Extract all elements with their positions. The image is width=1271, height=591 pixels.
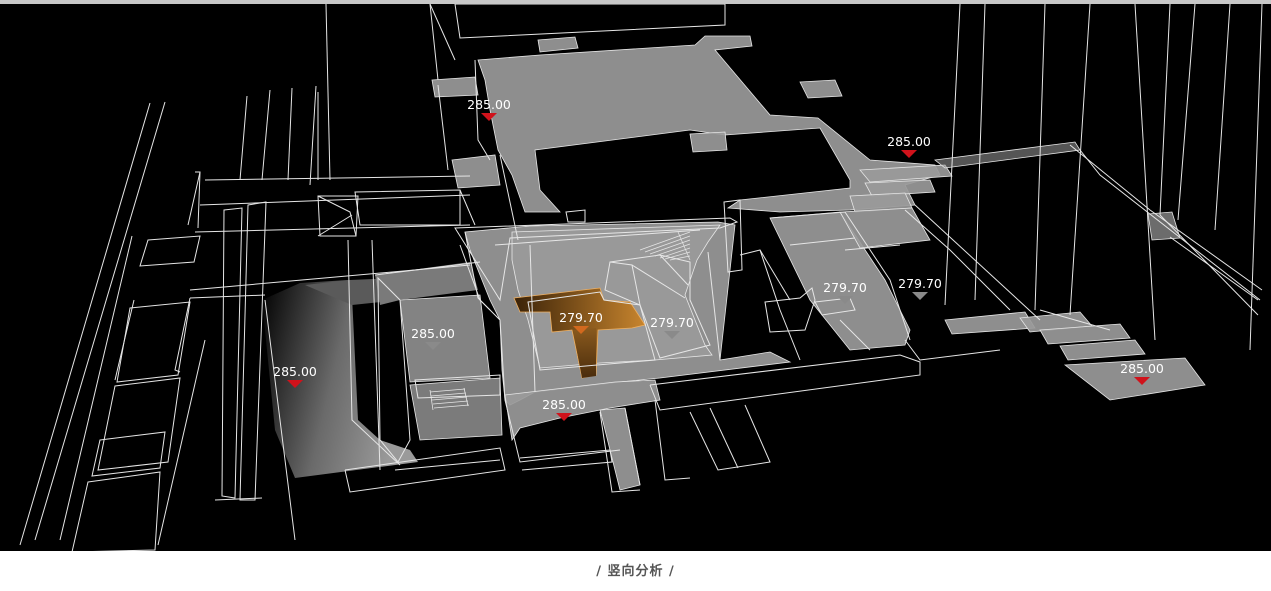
slab-low-step-1 (944, 311, 1036, 335)
slab-upper-notch (537, 36, 579, 53)
marker-triangle (556, 413, 572, 421)
slab-low-step-4 (1059, 339, 1146, 361)
slab-upper-tab-right (799, 79, 843, 99)
slab-left-gradient-upper (305, 278, 400, 305)
slab-left-gradient (262, 280, 418, 478)
elevation-marker-mid-left: 285.00 (411, 326, 455, 350)
elevation-marker-sunken-path: 279.70 (559, 310, 603, 334)
slab-mid-left-lower (409, 377, 503, 441)
slab-upper-bar (689, 131, 728, 153)
elevation-label: 285.00 (411, 326, 455, 341)
top-border-strip (0, 0, 1271, 4)
slab-right-step-1 (859, 164, 953, 183)
vertical-analysis-diagram: 285.00 285.00 285.00 285.00 285.00 285.0… (0, 4, 1271, 551)
elevation-label: 285.00 (467, 97, 511, 112)
slab-upper-loop (477, 35, 941, 213)
slab-mid-gradient (375, 262, 478, 305)
slab-courtyard-bottom (504, 379, 661, 442)
slab-right-step-2 (864, 179, 936, 197)
elevation-marker-top: 285.00 (467, 97, 511, 121)
marker-triangle (287, 380, 303, 388)
marker-triangle (425, 342, 441, 350)
linework (19, 4, 1263, 551)
elevation-markers: 285.00 285.00 285.00 285.00 285.00 285.0… (273, 97, 1164, 421)
slab-low-step-5 (1063, 357, 1206, 401)
marker-triangle (1134, 377, 1150, 385)
marker-triangle (664, 331, 680, 339)
axonometric-site-drawing: 285.00 285.00 285.00 285.00 285.00 285.0… (19, 4, 1263, 551)
marker-triangle (573, 326, 589, 334)
elevation-marker-far-right: 285.00 (1120, 361, 1164, 385)
marker-triangle (901, 150, 917, 158)
elevation-label: 285.00 (887, 134, 931, 149)
marker-triangle (481, 113, 497, 121)
figure-caption: / 竖向分析 / (596, 564, 675, 579)
elevation-label: 279.70 (898, 276, 942, 291)
elevation-marker-bottom-center: 285.00 (542, 397, 586, 421)
slab-mid-left-block (399, 294, 491, 383)
elevation-label: 285.00 (542, 397, 586, 412)
slab-right-walkway (934, 141, 1081, 169)
terrace-slabs (399, 35, 1206, 491)
marker-triangle (912, 292, 928, 300)
elevation-label: 285.00 (273, 364, 317, 379)
elevation-marker-left: 285.00 (273, 364, 317, 388)
slab-upper-left-ledge (451, 154, 501, 189)
marker-triangle (837, 296, 853, 304)
elevation-marker-top-right: 285.00 (887, 134, 931, 158)
elevation-label: 279.70 (650, 315, 694, 330)
elevation-label: 279.70 (559, 310, 603, 325)
elevation-marker-trench-left: 279.70 (823, 280, 867, 304)
elevation-marker-courtyard: 279.70 (650, 315, 694, 339)
elevation-label: 285.00 (1120, 361, 1164, 376)
elevation-marker-trench-right: 279.70 (898, 276, 942, 300)
slab-upper-tab (431, 76, 479, 98)
elevation-label: 279.70 (823, 280, 867, 295)
